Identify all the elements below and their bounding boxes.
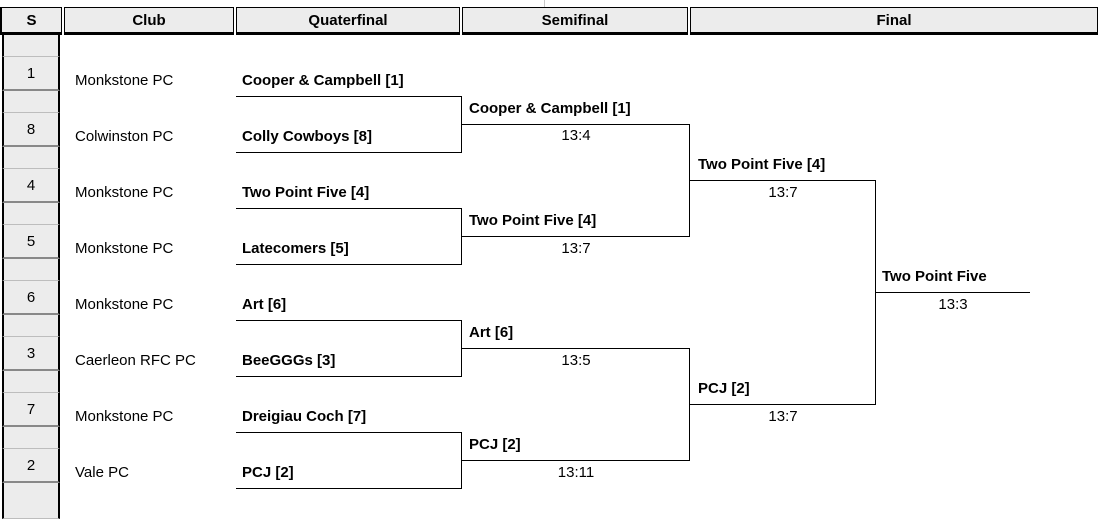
bracket-line — [461, 96, 462, 153]
row-seed-7[interactable]: 7 — [2, 393, 60, 427]
quarterfinal-team[interactable]: Colly Cowboys [8] — [242, 128, 373, 145]
header-club[interactable]: Club — [64, 7, 234, 35]
club-cell[interactable]: Colwinston PC — [75, 128, 174, 145]
club-cell[interactable]: Monkstone PC — [75, 296, 174, 313]
header-seed[interactable]: S — [0, 7, 62, 35]
bracket-line — [236, 208, 462, 209]
bracket-line — [689, 124, 690, 237]
club-cell[interactable]: Monkstone PC — [75, 184, 174, 201]
header-quarterfinal[interactable]: Quaterfinal — [236, 7, 460, 35]
bracket-line — [236, 152, 462, 153]
final-score[interactable]: 13:7 — [768, 408, 798, 425]
sheet-top-strip — [0, 0, 1098, 7]
bracket-line — [690, 404, 876, 405]
bracket-line — [236, 432, 462, 433]
bracket-line — [462, 460, 690, 461]
quarterfinal-team[interactable]: PCJ [2] — [242, 464, 294, 481]
row-spacer[interactable] — [2, 91, 60, 113]
bracket-line — [236, 264, 462, 265]
semifinal-score[interactable]: 13:7 — [561, 240, 591, 257]
final-team[interactable]: Two Point Five [4] — [698, 156, 826, 173]
row-spacer[interactable] — [2, 203, 60, 225]
bracket-line — [876, 292, 1030, 293]
club-cell[interactable]: Vale PC — [75, 464, 129, 481]
row-seed-8[interactable]: 8 — [2, 113, 60, 147]
semifinal-score[interactable]: 13:11 — [557, 464, 595, 481]
bracket-line — [462, 348, 690, 349]
row-spacer[interactable] — [2, 427, 60, 449]
header-semifinal[interactable]: Semifinal — [462, 7, 688, 35]
quarterfinal-team[interactable]: Art [6] — [242, 296, 287, 313]
club-cell[interactable]: Monkstone PC — [75, 72, 174, 89]
bracket-line — [462, 236, 690, 237]
row-gutter: 1 8 4 5 6 3 7 2 — [0, 35, 62, 519]
bracket-line — [689, 348, 690, 461]
row-spacer[interactable] — [2, 483, 60, 519]
row-spacer[interactable] — [2, 315, 60, 337]
semifinal-team[interactable]: Cooper & Campbell [1] — [469, 100, 631, 117]
quarterfinal-team[interactable]: Two Point Five [4] — [242, 184, 370, 201]
semifinal-team[interactable]: PCJ [2] — [469, 436, 521, 453]
quarterfinal-team[interactable]: Cooper & Campbell [1] — [242, 72, 404, 89]
club-cell[interactable]: Monkstone PC — [75, 240, 174, 257]
row-spacer[interactable] — [2, 35, 60, 57]
row-seed-3[interactable]: 3 — [2, 337, 60, 371]
row-seed-4[interactable]: 4 — [2, 169, 60, 203]
final-score[interactable]: 13:7 — [768, 184, 798, 201]
winner-team[interactable]: Two Point Five — [882, 268, 987, 285]
row-spacer[interactable] — [2, 371, 60, 393]
bracket-line — [236, 488, 462, 489]
winner-score[interactable]: 13:3 — [938, 296, 968, 313]
semifinal-team[interactable]: Art [6] — [469, 324, 514, 341]
semifinal-score[interactable]: 13:4 — [561, 127, 591, 144]
bracket-line — [461, 208, 462, 265]
semifinal-team[interactable]: Two Point Five [4] — [469, 212, 597, 229]
row-seed-6[interactable]: 6 — [2, 281, 60, 315]
bracket-line — [875, 180, 876, 405]
row-seed-5[interactable]: 5 — [2, 225, 60, 259]
row-spacer[interactable] — [2, 147, 60, 169]
bracket-line — [461, 320, 462, 377]
bracket-line — [461, 432, 462, 489]
quarterfinal-team[interactable]: BeeGGGs [3] — [242, 352, 336, 369]
row-seed-2[interactable]: 2 — [2, 449, 60, 483]
quarterfinal-team[interactable]: Latecomers [5] — [242, 240, 349, 257]
semifinal-score[interactable]: 13:5 — [561, 352, 591, 369]
row-seed-1[interactable]: 1 — [2, 57, 60, 91]
quarterfinal-team[interactable]: Dreigiau Coch [7] — [242, 408, 367, 425]
bracket-line — [462, 124, 690, 125]
bracket-line — [236, 96, 462, 97]
row-spacer[interactable] — [2, 259, 60, 281]
header-final[interactable]: Final — [690, 7, 1098, 35]
column-resize-tick — [544, 0, 545, 7]
club-cell[interactable]: Monkstone PC — [75, 408, 174, 425]
club-cell[interactable]: Caerleon RFC PC — [75, 352, 196, 369]
bracket-line — [690, 180, 876, 181]
bracket-line — [236, 376, 462, 377]
final-team[interactable]: PCJ [2] — [698, 380, 750, 397]
bracket-line — [236, 320, 462, 321]
